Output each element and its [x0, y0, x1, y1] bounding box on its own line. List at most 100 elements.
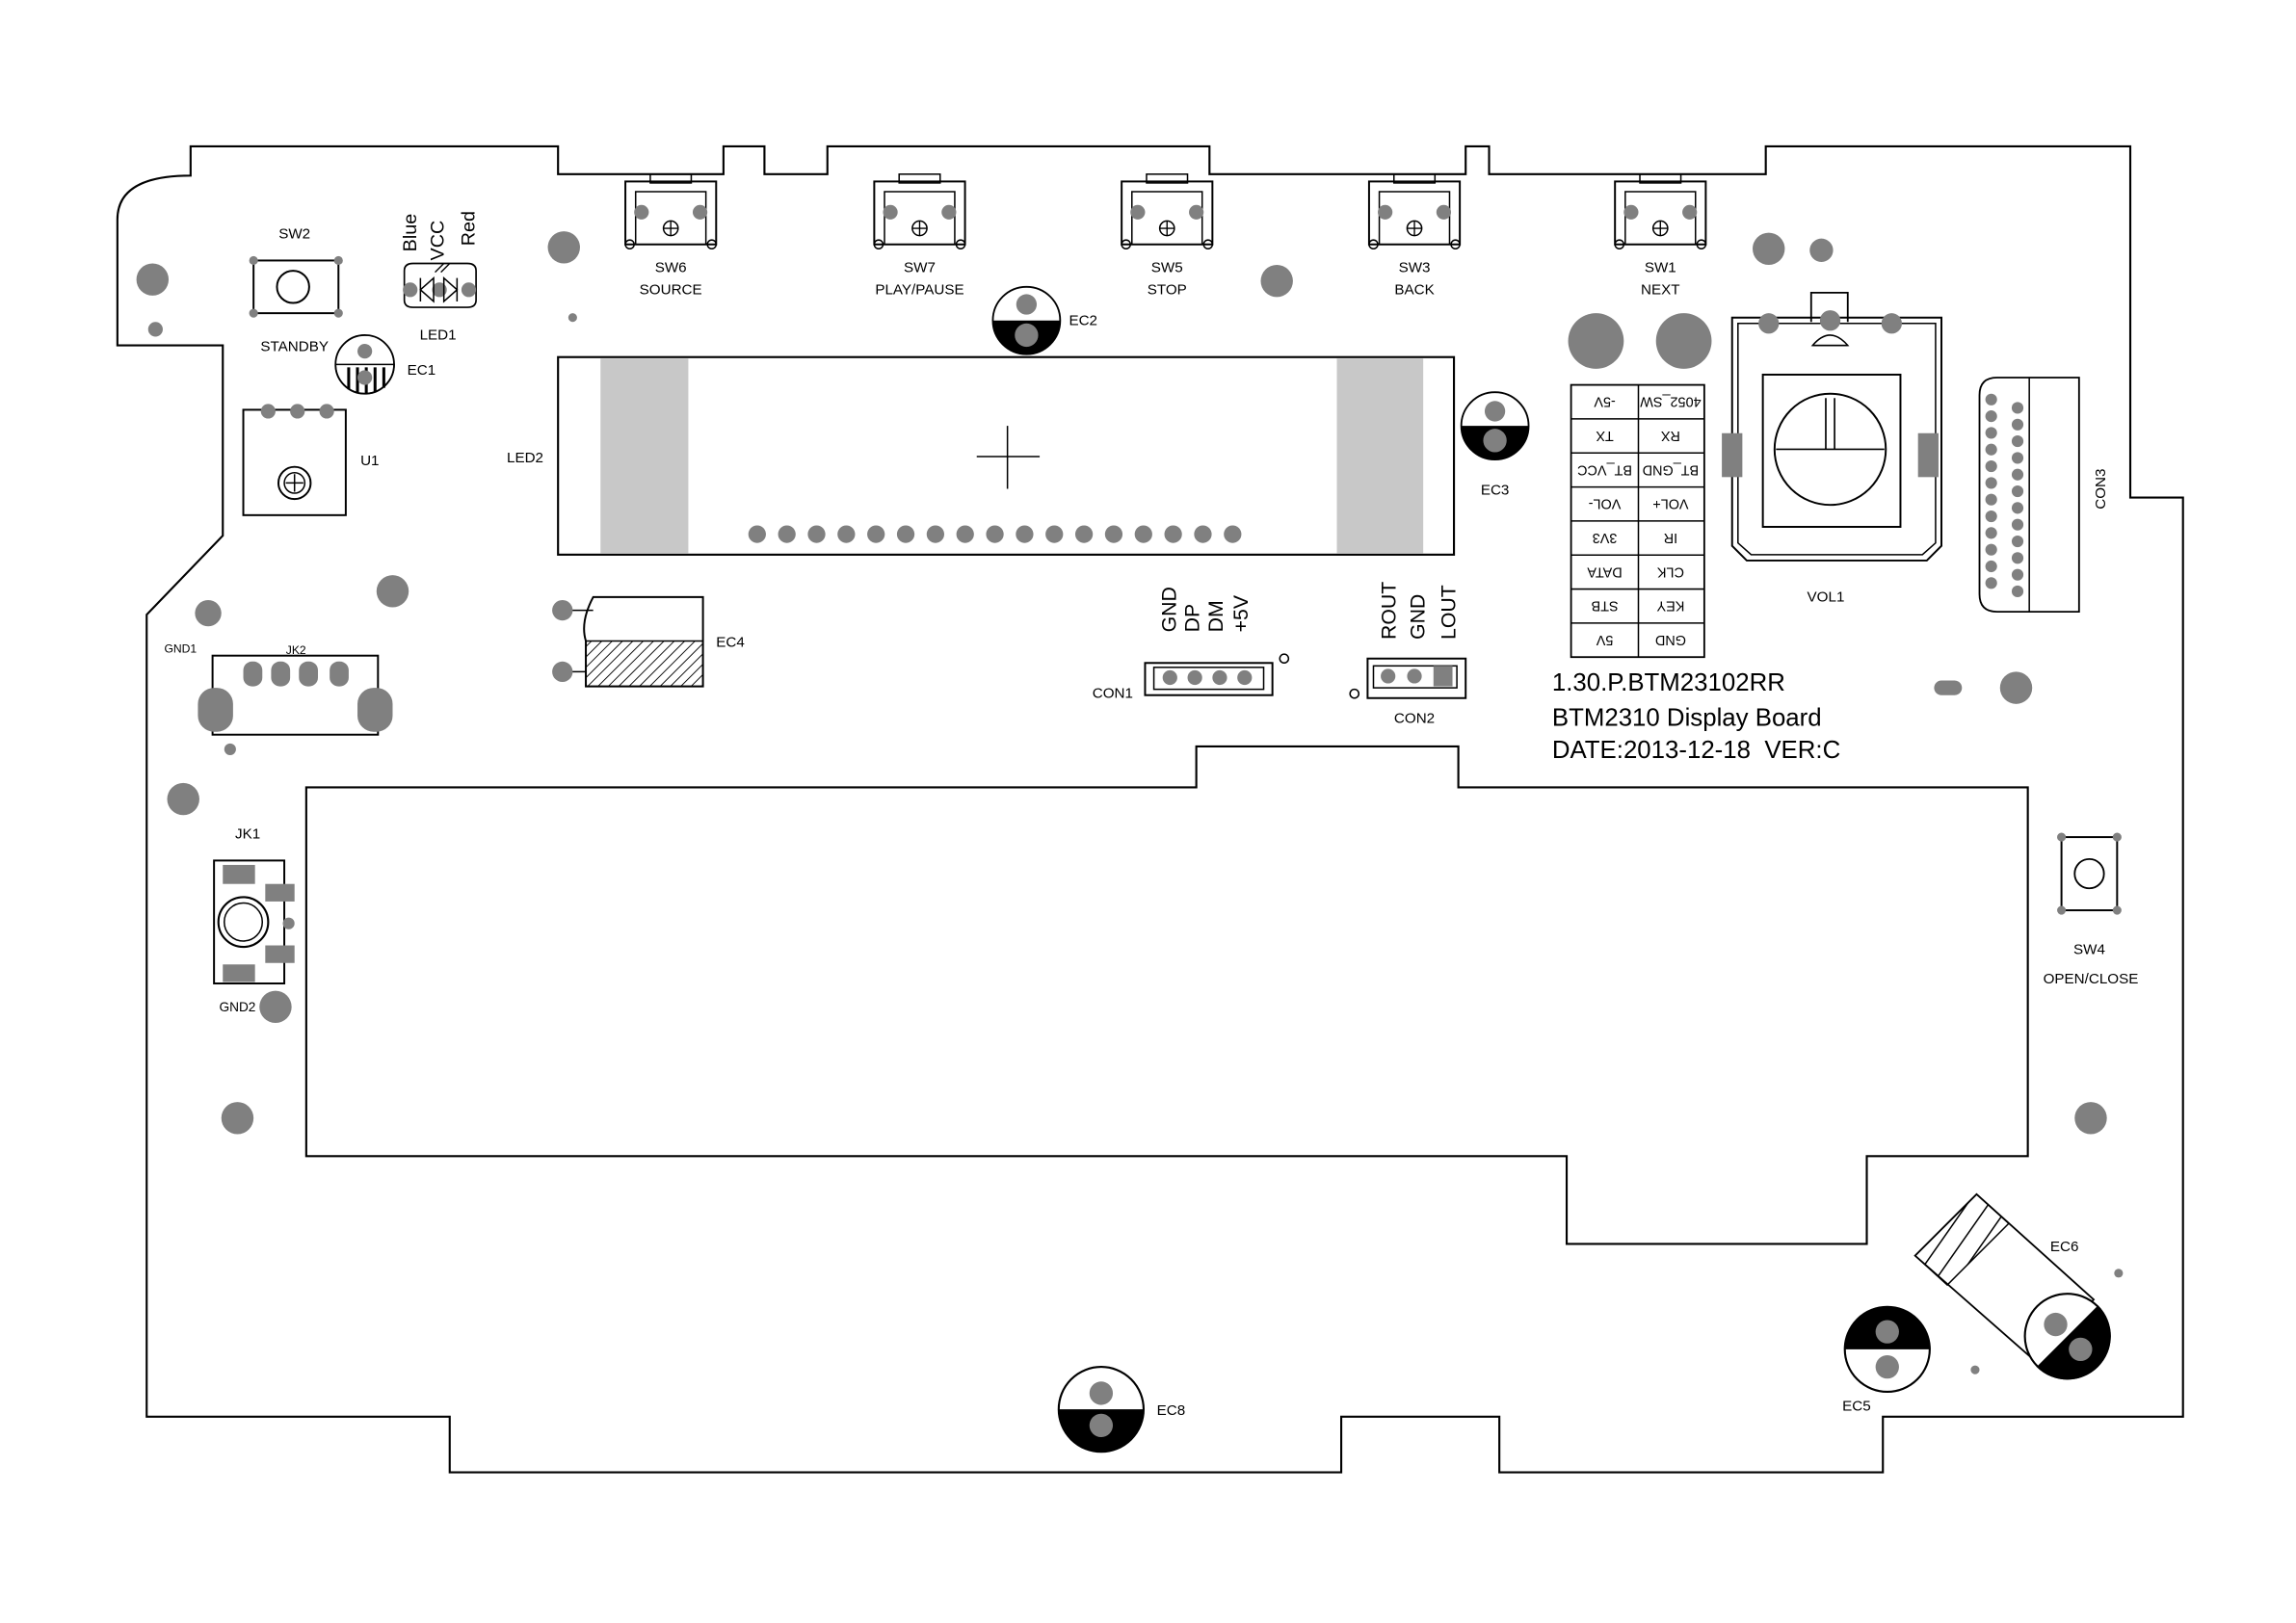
- board-part-number: 1.30.P.BTM23102RR: [1552, 669, 1785, 696]
- con1-pin-dm: DM: [1204, 600, 1227, 632]
- open-close-switch-ref: SW4: [2073, 942, 2105, 958]
- pin-table-right-label: GND: [1655, 632, 1686, 647]
- switch-ref: SW3: [1399, 260, 1431, 276]
- con2-pin-lout: LOUT: [1438, 585, 1461, 640]
- led2-pin: [837, 525, 856, 543]
- ec4-capacitor: EC4: [552, 595, 745, 688]
- con3-pin: [1985, 543, 1997, 556]
- ec6-capacitor: EC6: [1913, 1192, 2111, 1380]
- display-window-cutout: [304, 745, 2029, 1245]
- gnd1-ref: GND1: [164, 642, 197, 656]
- led2-pin: [1194, 525, 1212, 543]
- con1-connector: GND DP DM +5V CON1: [1093, 587, 1290, 702]
- con1-pin-dp: DP: [1181, 604, 1204, 633]
- pin-table-left-label: 5V: [1596, 632, 1613, 647]
- con2-ref: CON2: [1394, 711, 1435, 727]
- con2-pin-gnd: GND: [1407, 594, 1430, 640]
- pin-table-right-label: 4052_SW: [1640, 394, 1702, 409]
- switch-function-label: PLAY/PAUSE: [875, 281, 963, 298]
- board-marking: 1.30.P.BTM23102RR BTM2310 Display Board …: [1552, 669, 1840, 764]
- pin-table-left-label: 3V3: [1593, 530, 1618, 545]
- ec8-capacitor: EC8: [1057, 1366, 1185, 1453]
- con3-pin: [1985, 577, 1997, 589]
- switch-function-label: SOURCE: [640, 281, 702, 298]
- ec2-capacitor: EC2: [991, 285, 1097, 355]
- vol1-ref: VOL1: [1808, 589, 1845, 605]
- u1-ref: U1: [360, 453, 379, 469]
- led2-ref: LED2: [507, 450, 543, 466]
- con3-pin: [2011, 502, 2024, 514]
- gnd2-ref: GND2: [219, 1000, 255, 1014]
- ec3-ref: EC3: [1481, 483, 1510, 499]
- con3-pin: [1985, 393, 1997, 406]
- led2-pin: [1045, 525, 1064, 543]
- con3-pin: [2011, 484, 2024, 498]
- pin-table-right-label: IR: [1664, 530, 1677, 545]
- led2-display-module: LED2: [507, 355, 1456, 556]
- con3-pin: [1985, 443, 1997, 456]
- con3-ref: CON3: [2093, 469, 2109, 510]
- con3-pin: [2011, 435, 2024, 448]
- con3-connector: CON3: [1978, 377, 2109, 614]
- pin-table-left-label: STB: [1592, 598, 1619, 614]
- ec1-ref: EC1: [408, 362, 436, 379]
- con3-pin: [2011, 402, 2024, 414]
- board-outline: [116, 144, 2184, 1474]
- switch-ref: SW1: [1645, 260, 1676, 276]
- standby-switch: SW2 STANDBY: [249, 226, 343, 355]
- led2-pin: [1074, 525, 1094, 543]
- u1-regulator: U1: [242, 404, 379, 516]
- led2-pin: [896, 525, 915, 543]
- vol1-potentiometer: VOL1: [1722, 291, 1942, 605]
- led2-pin: [1164, 525, 1182, 543]
- con3-pin: [2011, 418, 2024, 431]
- con3-pin: [1985, 427, 1997, 439]
- con2-connector: ROUT GND LOUT CON2: [1349, 582, 1467, 727]
- switch-ref: SW6: [655, 260, 687, 276]
- con3-pin: [2011, 452, 2024, 464]
- con3-pin: [2011, 585, 2024, 598]
- ec3-capacitor: EC3: [1460, 391, 1530, 499]
- open-close-switch-label: OPEN/CLOSE: [2044, 971, 2139, 987]
- switch-function-label: BACK: [1394, 281, 1434, 298]
- ec6-ref: EC6: [2050, 1239, 2079, 1255]
- led1-pin-red: Red: [459, 211, 480, 246]
- ec5-ref: EC5: [1842, 1399, 1871, 1415]
- board-date-version: DATE:2013-12-18 VER:C: [1552, 737, 1840, 764]
- pin-table-left-label: -5V: [1594, 394, 1616, 409]
- led1-pin-blue: Blue: [400, 214, 421, 252]
- con3-pin: [2011, 568, 2024, 581]
- con3-pin: [2011, 468, 2024, 481]
- pin-table-right-label: VOL+: [1652, 496, 1688, 511]
- jk1-ref: JK1: [235, 826, 260, 843]
- con3-pin: [1985, 560, 1997, 573]
- mounting-holes: [136, 231, 2124, 1374]
- pin-table-left-label: TX: [1596, 428, 1614, 443]
- led2-pin: [986, 525, 1004, 543]
- con3-pin: [1985, 477, 1997, 489]
- led2-pin: [1104, 525, 1123, 543]
- con1-pin-5v: +5V: [1229, 594, 1253, 632]
- jk1-jack: JK1 GND2: [213, 826, 295, 1014]
- standby-switch-label: STANDBY: [260, 339, 329, 355]
- led2-pin: [778, 525, 796, 543]
- led1: Blue VCC Red LED1: [400, 211, 480, 343]
- pin-table-right-label: CLK: [1657, 563, 1684, 579]
- jk2-jack: GND1 JK2: [164, 642, 393, 736]
- con3-pin: [1985, 493, 1997, 506]
- board-title: BTM2310 Display Board: [1552, 705, 1822, 732]
- led1-pin-vcc: VCC: [428, 221, 449, 261]
- con1-ref: CON1: [1093, 686, 1133, 702]
- led2-pin: [748, 525, 766, 543]
- ec1-capacitor: EC1: [334, 334, 436, 395]
- standby-switch-ref: SW2: [278, 226, 310, 243]
- pin-table-right-label: BT_GND: [1643, 461, 1700, 477]
- con3-pin: [2011, 552, 2024, 564]
- con3-pin: [2011, 535, 2024, 548]
- led2-pin: [1224, 525, 1242, 543]
